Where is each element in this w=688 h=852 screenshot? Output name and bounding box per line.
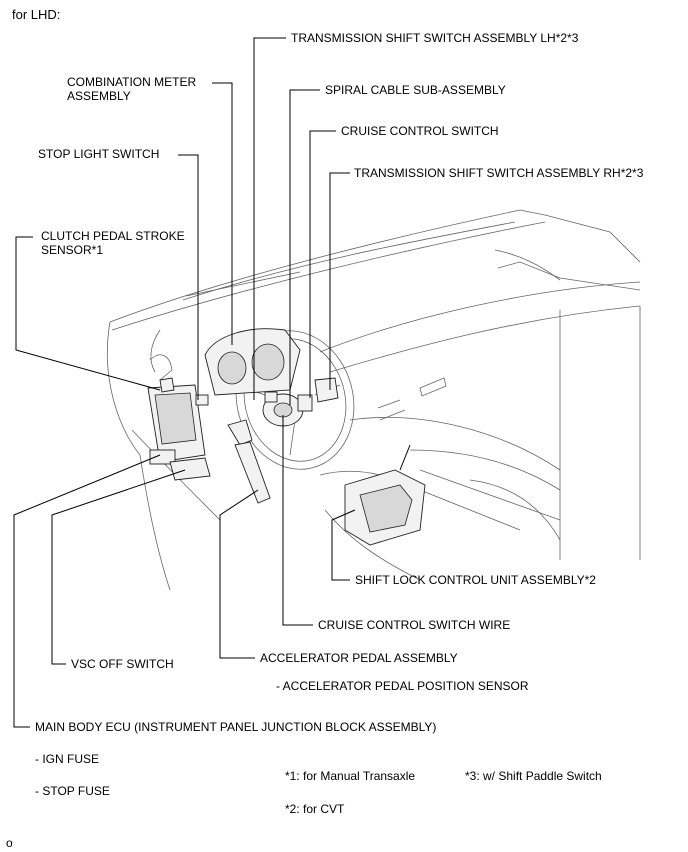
footer-mark: o: [6, 836, 13, 850]
label-trans-switch-rh: TRANSMISSION SHIFT SWITCH ASSEMBLY RH*2*…: [354, 166, 644, 180]
label-clutch-sensor-line2: SENSOR*1: [41, 243, 104, 257]
shift-lock-unit-part: [344, 444, 426, 546]
page-heading: for LHD:: [12, 7, 61, 22]
leader-lines: [13, 37, 356, 728]
label-main-body-ecu: MAIN BODY ECU (INSTRUMENT PANEL JUNCTION…: [35, 720, 437, 734]
main-body-ecu-part: [147, 377, 206, 465]
label-vsc-off-switch: VSC OFF SWITCH: [71, 657, 174, 671]
label-accel-sensor: - ACCELERATOR PEDAL POSITION SENSOR: [276, 679, 529, 693]
label-shift-lock-unit: SHIFT LOCK CONTROL UNIT ASSEMBLY*2: [355, 573, 596, 587]
combination-meter-part: [204, 328, 301, 396]
spiral-cable-part: [262, 391, 313, 427]
note-shift-paddle: *3: w/ Shift Paddle Switch: [465, 769, 602, 783]
label-cruise-wire: CRUISE CONTROL SWITCH WIRE: [318, 618, 511, 632]
label-spiral-cable: SPIRAL CABLE SUB-ASSEMBLY: [325, 83, 506, 97]
note-cvt: *2: for CVT: [285, 802, 345, 816]
label-stop-light-switch: STOP LIGHT SWITCH: [38, 147, 160, 161]
label-combo-meter-line1: COMBINATION METER: [67, 75, 197, 89]
label-clutch-sensor-line1: CLUTCH PEDAL STROKE: [41, 229, 185, 243]
label-accel-pedal: ACCELERATOR PEDAL ASSEMBLY: [260, 651, 458, 665]
label-trans-switch-lh: TRANSMISSION SHIFT SWITCH ASSEMBLY LH*2*…: [291, 31, 579, 45]
label-cruise-switch: CRUISE CONTROL SWITCH: [341, 124, 499, 138]
label-combo-meter-line2: ASSEMBLY: [67, 89, 131, 103]
vsc-switch-part: [169, 457, 211, 481]
label-stop-fuse: - STOP FUSE: [35, 784, 110, 798]
dashboard-outline: [107, 209, 641, 591]
label-ign-fuse: - IGN FUSE: [35, 752, 100, 766]
accelerator-pedal-part: [227, 419, 271, 504]
note-manual-transaxle: *1: for Manual Transaxle: [285, 769, 416, 783]
trans-switch-rh-part: [314, 377, 339, 403]
stop-light-switch-part: [195, 394, 209, 406]
